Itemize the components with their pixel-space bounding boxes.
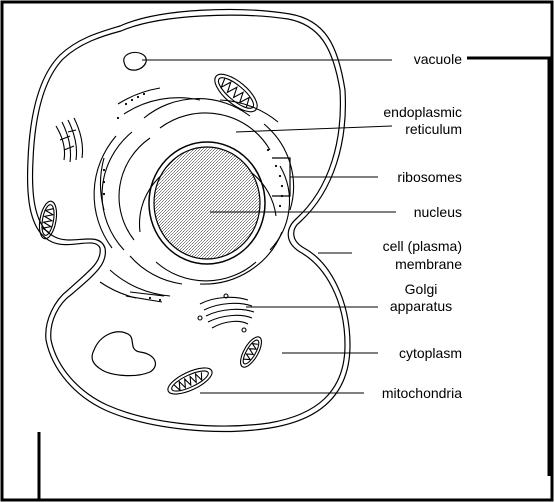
golgi-left <box>56 118 83 162</box>
label-ribosomes: ribosomes <box>372 169 462 185</box>
label-er-line2: reticulum <box>362 121 462 137</box>
label-membrane-line1: cell (plasma) <box>352 238 462 254</box>
label-golgi-line1: Golgi <box>380 281 462 297</box>
mitochondrion-top-right <box>209 68 263 118</box>
label-vacuole: vacuole <box>392 51 462 67</box>
nucleus <box>149 142 265 264</box>
label-nucleus: nucleus <box>392 204 462 220</box>
label-er-line1: endoplasmic <box>362 104 462 120</box>
label-membrane-line2: membrane <box>352 256 462 272</box>
golgi-apparatus <box>198 294 254 332</box>
label-golgi-line2: apparatus <box>380 298 462 314</box>
label-mitochondria: mitochondria <box>362 385 462 401</box>
vacuole-large <box>92 332 155 376</box>
label-cytoplasm: cytoplasm <box>372 345 462 361</box>
vacuole-small <box>124 52 146 70</box>
mitochondrion-bottom-middle <box>236 334 265 370</box>
ribosomes-bracket <box>272 158 290 196</box>
thick-bracket-right <box>467 58 549 476</box>
mitochondrion-left <box>37 200 59 240</box>
mitochondrion-bottom-left <box>164 363 215 400</box>
